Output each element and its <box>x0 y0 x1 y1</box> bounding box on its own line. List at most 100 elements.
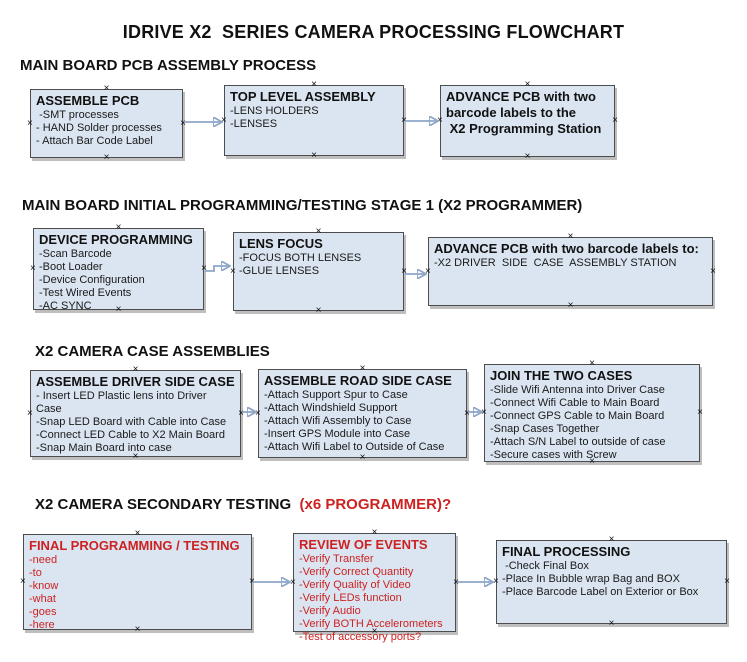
box-title: FINAL PROGRAMMING / TESTING <box>29 538 240 553</box>
box-item: -Verify LEDs function <box>299 592 402 604</box>
box-lens-focus: × × × × LENS FOCUS -FOCUS BOTH LENSES -G… <box>230 227 407 316</box>
box-assemble-road-side-case: × × × × ASSEMBLE ROAD SIDE CASE -Attach … <box>255 364 470 463</box>
box-advance-pcb-driver-side-station: × × × × ADVANCE PCB with two barcode lab… <box>425 232 716 311</box>
box-item: -Slide Wifi Antenna into Driver Case <box>490 384 665 396</box>
connection-handle-icon: × <box>464 407 470 419</box>
connection-handle-icon: × <box>249 576 255 587</box>
connection-handle-icon: × <box>221 114 227 126</box>
connection-handle-icon: × <box>697 407 703 418</box>
box-title: ADVANCE PCB with two barcode labels to t… <box>446 89 602 136</box>
connection-handle-icon: × <box>311 150 317 161</box>
box-item: - Insert LED Plastic lens into Driver Ca… <box>36 390 210 415</box>
connection-handle-icon: × <box>103 152 110 163</box>
box-final-processing: × × × × FINAL PROCESSING -Check Final Bo… <box>493 535 730 629</box>
box-item: -Connect LED Cable to X2 Main Board <box>36 429 225 441</box>
box-item: -to <box>29 567 42 579</box>
connection-handle-icon: × <box>371 527 378 538</box>
box-item: -X2 DRIVER SIDE CASE ASSEMBLY STATION <box>434 257 677 269</box>
box-item: -Test of accessory ports? <box>299 631 422 643</box>
section-heading-text: X2 CAMERA SECONDARY TESTING <box>35 496 296 513</box>
connection-handle-icon: × <box>524 151 531 162</box>
box-item: -Attach S/N Label to outside of case <box>490 436 666 448</box>
box-item: -know <box>29 580 59 592</box>
connection-handle-icon: × <box>290 576 296 588</box>
section-heading-secondary-testing: X2 CAMERA SECONDARY TESTING (x6 PROGRAMM… <box>35 496 451 513</box>
box-item: -LENSES <box>230 118 278 130</box>
box-title: DEVICE PROGRAMMING <box>39 232 193 247</box>
box-item: -Connect Wifi Cable to Main Board <box>490 397 660 409</box>
box-item: -Snap Cases Together <box>490 423 600 435</box>
connection-handle-icon: × <box>524 79 531 90</box>
box-item: -need <box>29 554 58 566</box>
page-title: IDRIVE X2 SERIES CAMERA PROCESSING FLOWC… <box>122 22 625 42</box>
connection-handle-icon: × <box>27 407 33 419</box>
connection-handle-icon: × <box>20 576 26 587</box>
box-item: -LENS HOLDERS <box>230 105 319 117</box>
connection-handle-icon: × <box>255 407 261 419</box>
connection-handle-icon: × <box>132 364 139 375</box>
box-item: -Snap LED Board with Cable into Case <box>36 416 227 428</box>
box-item: -Device Configuration <box>39 274 145 286</box>
box-item: -Verify Audio <box>299 605 361 617</box>
section-heading-red-text: (x6 PROGRAMMER)? <box>295 496 452 513</box>
connection-handle-icon: × <box>567 300 574 311</box>
box-title: REVIEW OF EVENTS <box>299 537 428 552</box>
box-title: LENS FOCUS <box>239 236 323 251</box>
box-item: -Attach Support Spur to Case <box>264 389 408 401</box>
connection-handle-icon: × <box>401 265 407 277</box>
connection-handle-icon: × <box>493 576 499 587</box>
box-item: -Attach Wifi Assembly to Case <box>264 415 412 427</box>
box-item: -Secure cases with Screw <box>490 449 617 461</box>
box-item: -Place Barcode Label on Exterior or Box <box>502 586 699 598</box>
connection-handle-icon: × <box>311 79 317 90</box>
connection-handle-icon: × <box>437 115 443 126</box>
box-item: -what <box>29 593 56 605</box>
connection-handle-icon: × <box>103 83 110 94</box>
connection-handle-icon: × <box>453 576 459 588</box>
connection-handle-icon: × <box>608 618 615 629</box>
box-title: ADVANCE PCB with two barcode labels to: <box>434 241 699 256</box>
box-title: FINAL PROCESSING <box>502 544 631 559</box>
box-item: -Boot Loader <box>39 261 103 273</box>
connection-handle-icon: × <box>359 452 366 463</box>
box-top-level-assembly: × × × × TOP LEVEL ASSEMBLY -LENS HOLDERS… <box>221 80 407 161</box>
box-final-programming-testing: × × × × FINAL PROGRAMMING / TESTING -nee… <box>20 529 255 635</box>
connection-handle-icon: × <box>481 407 487 418</box>
box-item: -Verify Quality of Video <box>299 579 411 591</box>
connection-handle-icon: × <box>134 528 141 539</box>
box-advance-pcb-programming-station: × × × × ADVANCE PCB with two barcode lab… <box>437 80 618 162</box>
box-item: -Place In Bubble wrap Bag and BOX <box>502 573 680 585</box>
box-review-of-events: × × × × REVIEW OF EVENTS -Verify Transfe… <box>290 528 459 644</box>
box-item: -goes <box>29 606 57 618</box>
box-item: -SMT processes <box>36 109 119 121</box>
connection-handle-icon: × <box>359 363 366 374</box>
box-title: JOIN THE TWO CASES <box>490 368 633 383</box>
box-item: -Scan Barcode <box>39 248 112 260</box>
box-device-programming: × × × × DEVICE PROGRAMMING -Scan Barcode… <box>30 223 207 315</box>
box-item: -Verify Correct Quantity <box>299 566 414 578</box>
box-item: -Attach Wifi Label to Outside of Case <box>264 441 445 453</box>
connection-handle-icon: × <box>30 263 36 274</box>
connection-handle-icon: × <box>425 265 431 277</box>
box-item: -Snap Main Board into case <box>36 442 172 454</box>
connection-handle-icon: × <box>608 534 615 545</box>
box-item: - Attach Bar Code Label <box>36 135 153 147</box>
connection-handle-icon: × <box>238 407 244 419</box>
connection-handle-icon: × <box>315 305 322 316</box>
connection-handle-icon: × <box>27 117 33 129</box>
box-item: -Test Wired Events <box>39 287 132 299</box>
section-heading-case-assemblies: X2 CAMERA CASE ASSEMBLIES <box>35 343 270 360</box>
box-item: -Insert GPS Module into Case <box>264 428 411 440</box>
connection-handle-icon: × <box>710 265 716 277</box>
box-title: ASSEMBLE DRIVER SIDE CASE <box>36 374 235 389</box>
box-title: ASSEMBLE PCB <box>36 93 140 108</box>
box-title: ASSEMBLE ROAD SIDE CASE <box>264 373 452 388</box>
box-assemble-pcb: × × × × ASSEMBLE PCB -SMT processes - HA… <box>27 84 186 163</box>
box-item: -GLUE LENSES <box>239 265 320 277</box>
arrow-device-programming-to-lens-focus <box>205 266 229 272</box>
box-item: -Connect GPS Cable to Main Board <box>490 410 665 422</box>
box-item: -Verify BOTH Accelerometers <box>299 618 443 630</box>
box-item: -Attach Windshield Support <box>264 402 398 414</box>
connection-handle-icon: × <box>230 265 236 277</box>
